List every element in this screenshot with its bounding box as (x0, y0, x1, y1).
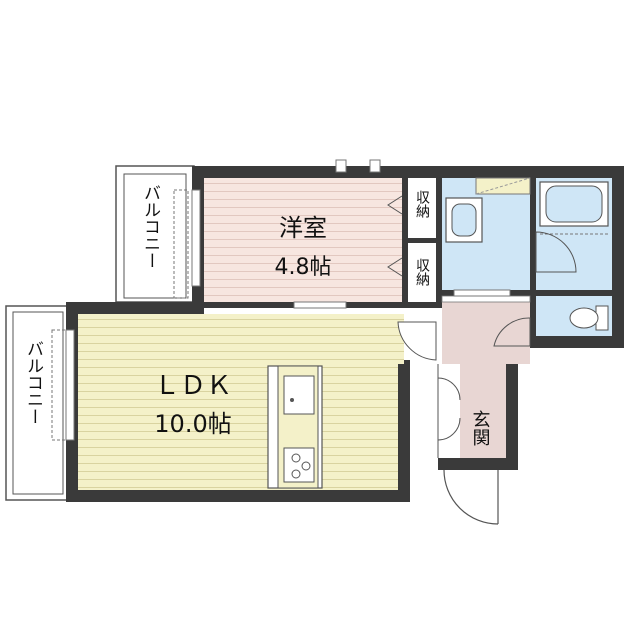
hall-door-swing (493, 317, 531, 347)
balcony-lower-label: バルコニー (23, 340, 43, 425)
bathtub (539, 181, 609, 227)
closet-doors (387, 195, 403, 277)
storage-1-label: 収納 (414, 190, 430, 219)
balcony-upper-label: バルコニー (140, 184, 160, 269)
western-room-floor (204, 178, 402, 302)
ldk-door-swing (397, 321, 437, 361)
ldk-room-name: ＬＤＫ (154, 371, 232, 401)
storage-2-label: 収納 (414, 258, 430, 287)
toilet (569, 305, 609, 331)
washbasin (445, 197, 483, 243)
stove-icon (283, 447, 315, 483)
entrance-floor (460, 364, 506, 458)
shoe-cabinet-doors (437, 364, 461, 458)
western-room-size: 4.8帖 (275, 255, 332, 280)
sink-icon (283, 375, 315, 415)
hallway-floor (442, 296, 530, 364)
ldk-room-size: 10.0帖 (154, 410, 231, 438)
kitchen-counter (267, 365, 323, 489)
entrance-label: 玄関 (470, 410, 491, 446)
western-room-name: 洋室 (279, 214, 327, 242)
bath-door-swing (535, 231, 577, 273)
storage-2 (408, 243, 436, 302)
balcony-upper (115, 165, 195, 303)
front-door (443, 469, 499, 525)
storage-1 (408, 178, 436, 238)
windows (65, 159, 511, 441)
